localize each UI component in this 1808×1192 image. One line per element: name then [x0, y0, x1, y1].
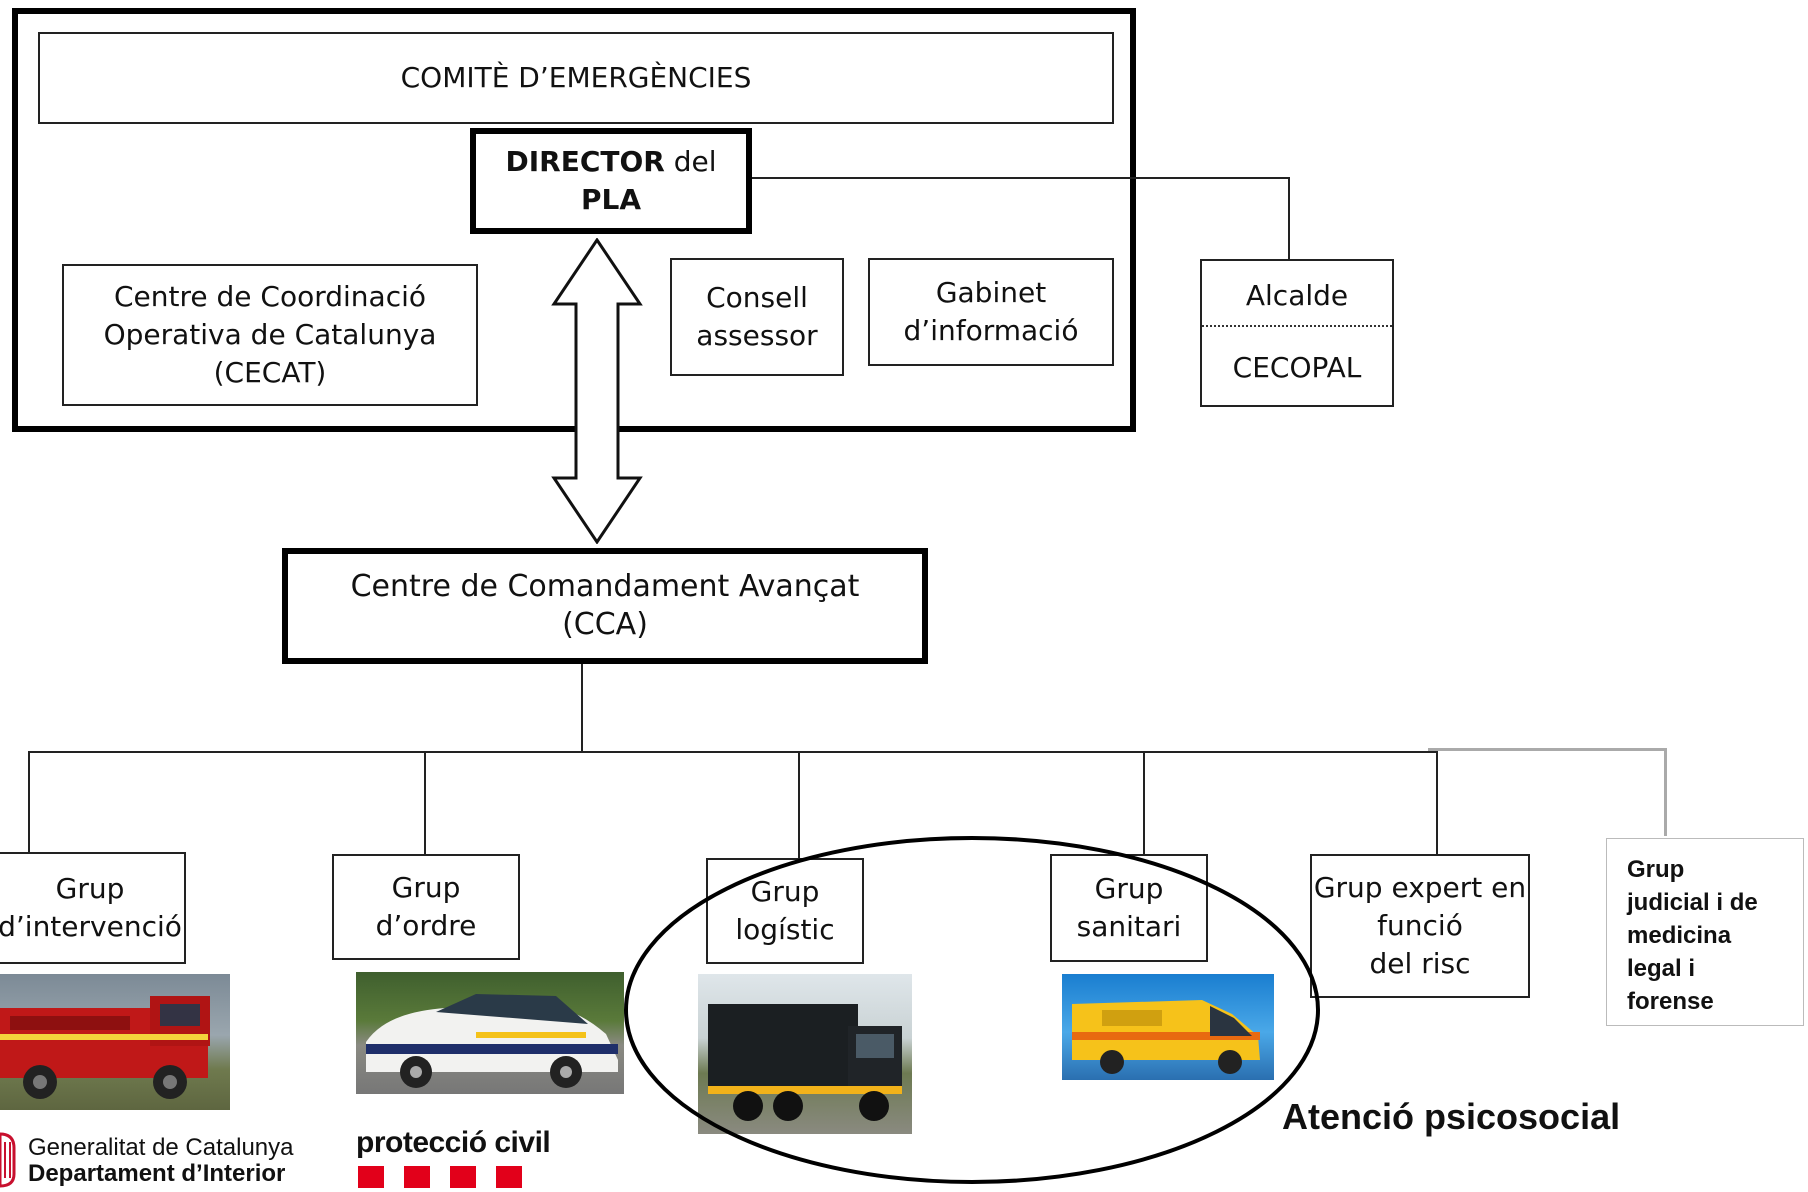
director-alcalde-connector-v [1288, 177, 1290, 261]
cecat-box: Centre de Coordinació Operativa de Catal… [62, 264, 478, 406]
grup-judicial-box: Grup judicial i de medicina legal i fore… [1606, 838, 1804, 1026]
expert-down-connector [1436, 751, 1438, 855]
logistic-line2: logístic [735, 913, 835, 946]
director-alcalde-connector-h [752, 177, 1290, 179]
ambulance-photo [1062, 974, 1274, 1080]
sanitari-line1: Grup [1094, 872, 1164, 905]
generalitat-line1: Generalitat de Catalunya [28, 1134, 294, 1161]
grup-intervencio-box: Grup d’intervenció [0, 852, 186, 964]
comite-label: COMITÈ D’EMERGÈNCIES [400, 61, 752, 94]
police-car-photo [356, 972, 624, 1094]
judicial-line2: judicial i de [1627, 889, 1758, 916]
cca-line2: (CCA) [562, 607, 648, 642]
cecat-line1: Centre de Coordinació [113, 280, 427, 313]
fire-truck-photo [0, 974, 230, 1110]
judicial-line1: Grup [1627, 856, 1685, 883]
consell-line2: assessor [696, 319, 818, 352]
proteccio-civil-stripes-icon [358, 1166, 524, 1188]
cca-down-connector [581, 664, 583, 752]
judicial-down-connector [1664, 748, 1667, 836]
expert-line3: del risc [1369, 947, 1471, 980]
consell-assessor-box: Consell assessor [670, 258, 844, 376]
grup-expert-box: Grup expert en funció del risc [1310, 854, 1530, 998]
cecat-line3: (CECAT) [213, 356, 327, 389]
gabinet-informacio-box: Gabinet d’informació [868, 258, 1114, 366]
emergency-structure-frame [12, 8, 1136, 432]
ordre-down-connector [424, 751, 426, 855]
comite-emergencies-box: COMITÈ D’EMERGÈNCIES [38, 32, 1114, 124]
director-line2: PLA [580, 183, 642, 216]
groups-bus-line [28, 751, 1438, 753]
grup-logistic-box: Grup logístic [706, 858, 864, 964]
proteccio-civil-logo: protecció civil [356, 1126, 551, 1159]
judicial-line4: legal i [1627, 955, 1696, 982]
judicial-line5: forense [1627, 988, 1714, 1015]
director-pla-box: DIRECTOR del PLA [470, 128, 752, 234]
expert-line1: Grup expert en [1313, 871, 1527, 904]
generalitat-logo-icon [0, 1130, 18, 1188]
atencio-psicosocial-label: Atenció psicosocial [1282, 1096, 1621, 1137]
alcalde-cecopal-box: Alcalde CECOPAL [1200, 259, 1394, 407]
gabinet-line1: Gabinet [935, 276, 1047, 309]
intervencio-down-connector [28, 751, 30, 853]
cecat-line2: Operativa de Catalunya [103, 318, 437, 351]
director-rest: del [664, 145, 717, 178]
logistic-line1: Grup [750, 875, 820, 908]
judicial-line3: medicina [1627, 922, 1732, 949]
ordre-line2: d’ordre [375, 909, 477, 942]
cca-box: Centre de Comandament Avançat (CCA) [282, 548, 928, 664]
alcalde-divider [1202, 325, 1392, 327]
intervencio-line2: d’intervenció [0, 910, 182, 943]
alcalde-label: Alcalde [1245, 279, 1349, 312]
judicial-bus-line [1428, 748, 1666, 751]
logistic-truck-photo [698, 974, 912, 1134]
gabinet-line2: d’informació [903, 314, 1079, 347]
grup-ordre-box: Grup d’ordre [332, 854, 520, 960]
consell-line1: Consell [706, 281, 808, 314]
expert-line2: funció [1377, 909, 1463, 942]
ordre-line1: Grup [391, 871, 461, 904]
logistic-down-connector [798, 751, 800, 859]
bidirectional-arrow-icon [551, 238, 643, 544]
director-bold: DIRECTOR [505, 145, 665, 178]
sanitari-down-connector [1143, 751, 1145, 855]
generalitat-line2: Departament d’Interior [28, 1160, 286, 1187]
sanitari-line2: sanitari [1076, 910, 1182, 943]
intervencio-line1: Grup [55, 872, 125, 905]
cecopal-label: CECOPAL [1232, 351, 1362, 384]
psychosocial-highlight-ellipse [624, 836, 1320, 1184]
cca-line1: Centre de Comandament Avançat [350, 569, 860, 604]
